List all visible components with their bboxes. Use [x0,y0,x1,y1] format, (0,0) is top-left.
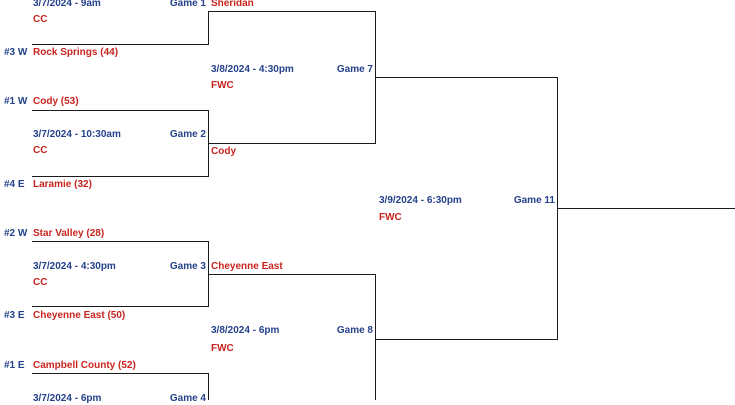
game-3-site: CC [33,277,48,288]
game-4-top-line [32,373,209,374]
game-2-bottom-seed: #4 E [4,179,25,190]
game-3-bottom-team: Cheyenne East (50) [33,310,126,321]
game-4-top-seed: #1 E [4,360,25,371]
game-2-top-seed: #1 W [4,96,28,107]
game-1-site: CC [33,14,48,25]
game-2-bottom-team: Laramie (32) [33,179,92,190]
game-7-top-line [208,11,376,12]
game-7-bottom-line [208,143,376,144]
game-11-site: FWC [379,212,402,223]
game-8-top-team: Cheyenne East [211,261,283,272]
game-2-bottom-line [32,176,209,177]
game-1-bottom-team: Rock Springs (44) [33,47,119,58]
game-11-top-line [375,77,558,78]
game-11-label: Game 11 [513,195,555,206]
game-1-connector [208,11,209,45]
final-line [557,208,735,209]
game-1-label: Game 1 [169,0,206,9]
game-2-top-line [32,110,209,111]
game-3-bottom-seed: #3 E [4,310,25,321]
game-4-label: Game 4 [169,393,206,404]
game-1-bottom-seed: #3 W [4,47,28,58]
game-7-bottom-team: Cody [211,146,236,157]
game-11-bottom-line [375,339,558,340]
game-8-site: FWC [211,343,234,354]
game-8-date: 3/8/2024 - 6pm [211,325,280,336]
game-2-site: CC [33,145,48,156]
game-2-date: 3/7/2024 - 10:30am [33,129,121,140]
game-4-top-team: Campbell County (52) [33,360,136,371]
game-7-date: 3/8/2024 - 4:30pm [211,64,294,75]
game-4-date: 3/7/2024 - 6pm [33,393,102,404]
game-7-label: Game 7 [336,64,373,75]
game-1-date: 3/7/2024 - 9am [33,0,101,9]
game-8-connector [375,274,376,400]
game-3-date: 3/7/2024 - 4:30pm [33,261,116,272]
game-2-top-team: Cody (53) [33,96,79,107]
game-3-label: Game 3 [169,261,206,272]
game-7-site: FWC [211,80,234,91]
game-8-label: Game 8 [336,325,373,336]
game-2-label: Game 2 [169,129,206,140]
game-11-date: 3/9/2024 - 6:30pm [379,195,462,206]
game-4-connector [208,373,209,400]
game-8-top-line [208,274,376,275]
game-3-top-seed: #2 W [4,228,28,239]
game-1-bottom-line [32,44,209,45]
game-3-top-line [32,241,209,242]
game-7-top-team: Sheridan [211,0,254,9]
game-3-bottom-line [32,306,209,307]
game-3-top-team: Star Valley (28) [33,228,105,239]
